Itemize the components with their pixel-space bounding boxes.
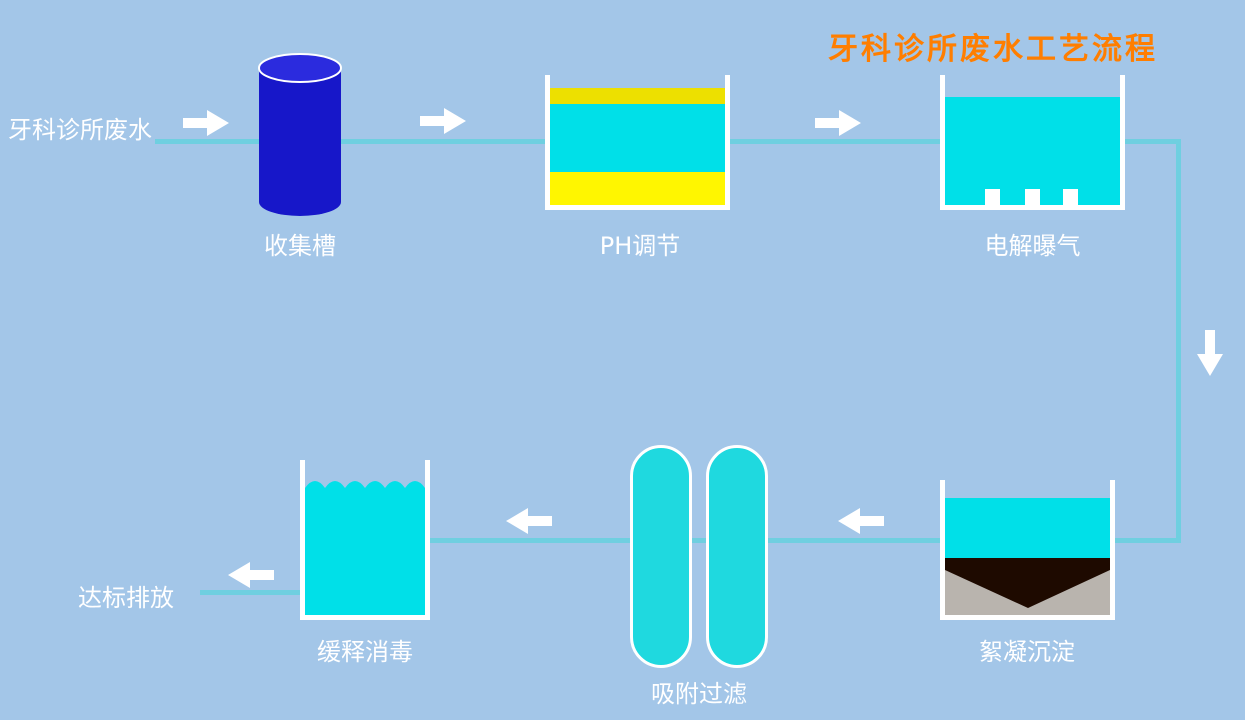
ph-tank — [545, 75, 730, 210]
disinfection-label: 缓释消毒 — [317, 638, 413, 666]
pipe-ph-to-electrolysis — [727, 139, 945, 144]
arrow-right-icon — [815, 110, 861, 136]
ph-yellow-top-band — [550, 88, 725, 104]
flocculation-tank — [940, 480, 1115, 620]
pipe-electrolysis-out — [1120, 139, 1181, 144]
pipe-into-flocculation — [1110, 538, 1181, 543]
electrolysis-water — [945, 97, 1120, 205]
electrolysis-tank — [940, 75, 1125, 210]
collection-tank-label: 收集槽 — [264, 232, 336, 260]
aerator-notch — [985, 189, 1000, 205]
collection-tank-shape — [258, 53, 342, 216]
aerator-notch — [1025, 189, 1040, 205]
arrow-right-icon — [183, 110, 229, 136]
arrow-down-icon — [1197, 330, 1223, 376]
input-label: 牙科诊所废水 — [8, 116, 152, 144]
arrow-left-icon — [228, 562, 274, 588]
ph-tank-label: PH调节 — [599, 232, 681, 260]
disinfection-tank-contents — [305, 460, 425, 615]
adsorption-column-2 — [706, 445, 768, 668]
electrolysis-tank-label: 电解曝气 — [984, 232, 1081, 260]
adsorption-label: 吸附过滤 — [651, 680, 747, 708]
electrolysis-tank-contents — [945, 75, 1120, 205]
output-label: 达标排放 — [78, 584, 174, 612]
adsorption-column-1 — [630, 445, 692, 668]
flocculation-water — [945, 498, 1110, 558]
ph-yellow-bottom-band — [550, 172, 725, 205]
pipe-vertical-drop — [1176, 139, 1181, 543]
aerator-notch — [1063, 189, 1078, 205]
arrow-left-icon — [506, 508, 552, 534]
sludge-layer — [945, 558, 1110, 615]
diagram-title: 牙科诊所废水工艺流程 — [828, 32, 1158, 67]
flocculation-tank-contents — [945, 480, 1110, 615]
disinfection-tank — [300, 460, 430, 620]
ph-cyan-band — [550, 104, 725, 172]
disinfection-water-wavy — [305, 481, 425, 615]
pipe-discharge — [200, 590, 305, 595]
arrow-left-icon — [838, 508, 884, 534]
flocculation-tank-label: 絮凝沉淀 — [979, 638, 1075, 666]
ph-tank-contents — [550, 75, 725, 205]
pipe-inlet-to-ph — [155, 139, 550, 144]
arrow-right-icon — [420, 108, 466, 134]
